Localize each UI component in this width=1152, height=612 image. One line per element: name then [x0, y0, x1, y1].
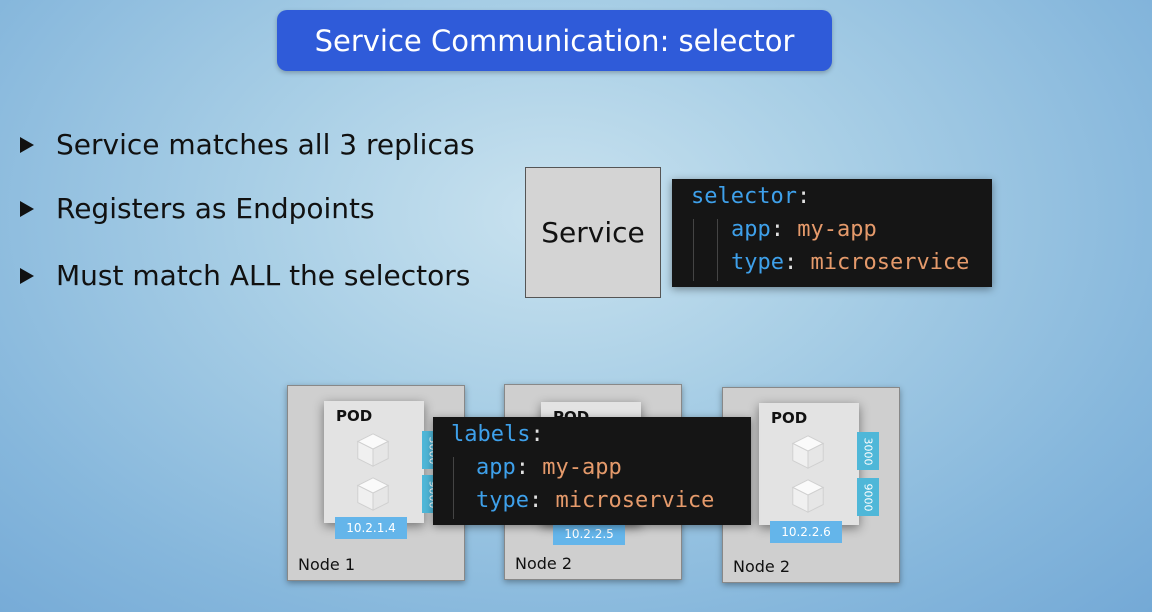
ip-badge: 10.2.2.6: [770, 521, 842, 543]
pod-card: POD: [759, 403, 859, 525]
service-box: Service: [525, 167, 661, 298]
code-line-selector: selector:: [691, 184, 811, 209]
ip-badge: 10.2.1.4: [335, 517, 407, 539]
container-cube-icon: [356, 477, 390, 511]
port-badge: 9000: [857, 478, 879, 516]
indent-guide: [693, 219, 694, 281]
code-line-type: type: microservice: [476, 488, 715, 513]
triangle-bullet-icon: [20, 267, 34, 284]
container-cube-icon: [356, 433, 390, 467]
bullet-item: Service matches all 3 replicas: [18, 128, 475, 161]
bullet-text: Service matches all 3 replicas: [56, 128, 475, 161]
node-label: Node 2: [515, 554, 573, 573]
code-line-type: type: microservice: [731, 250, 970, 275]
indent-guide: [717, 219, 718, 281]
container-cube-icon: [791, 479, 825, 513]
service-label: Service: [541, 216, 645, 249]
pod-label: POD: [771, 409, 808, 427]
code-line-app: app: my-app: [476, 455, 622, 480]
bullet-item: Must match ALL the selectors: [18, 259, 470, 292]
indent-guide: [453, 457, 454, 519]
bullet-text: Registers as Endpoints: [56, 192, 375, 225]
code-line-labels: labels:: [451, 422, 544, 447]
port-badge: 3000: [857, 432, 879, 470]
triangle-bullet-icon: [20, 200, 34, 217]
container-cube-icon: [791, 435, 825, 469]
triangle-bullet-icon: [20, 136, 34, 153]
pod-label: POD: [336, 407, 373, 425]
ip-badge: 10.2.2.5: [553, 523, 625, 545]
node-label: Node 1: [298, 555, 356, 574]
labels-code-block: labels: app: my-app type: microservice: [433, 417, 751, 525]
bullet-item: Registers as Endpoints: [18, 192, 375, 225]
code-line-app: app: my-app: [731, 217, 877, 242]
selector-code-block: selector: app: my-app type: microservice: [672, 179, 992, 287]
node-card: POD 3000 9000 10.2.2.6 Node 2: [722, 387, 900, 583]
bullet-text: Must match ALL the selectors: [56, 259, 471, 292]
slide-title: Service Communication: selector: [277, 10, 832, 71]
pod-card: POD: [324, 401, 424, 523]
node-label: Node 2: [733, 557, 791, 576]
